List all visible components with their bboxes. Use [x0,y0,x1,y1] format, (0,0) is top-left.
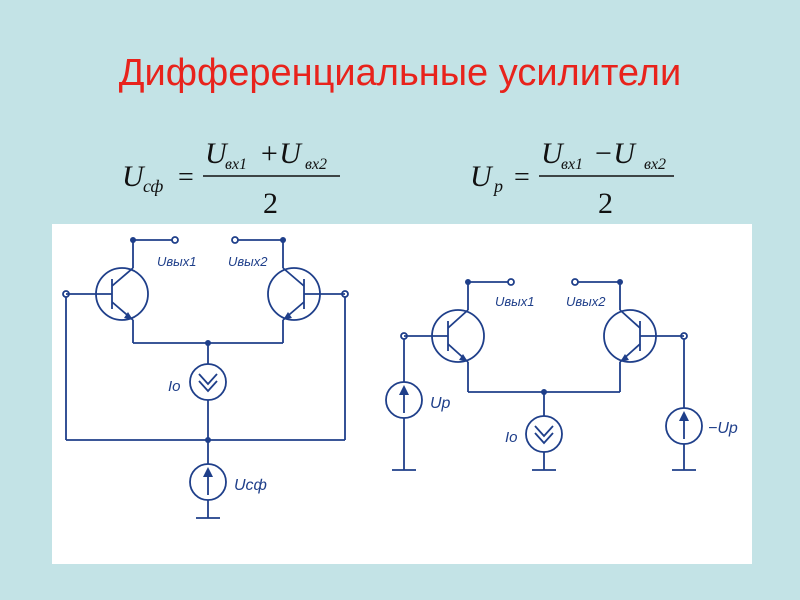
label-out2: Uвых2 [566,294,606,309]
label-source-right: −Uр [708,420,738,437]
transistor-2 [603,282,684,392]
voltage-source-right [665,332,703,471]
label-out1: Uвых1 [495,294,534,309]
formula-den: 2 [263,187,278,220]
label-current-source: Io [505,429,518,446]
formula-common-mode: U сф = U вх1 +U вх2 2 [122,137,340,220]
current-source-left [189,363,227,440]
label-source-left: Uр [430,395,451,412]
formula-lhs: U [470,160,494,193]
transistor-2 [267,240,345,343]
slide-title: Дифференциальные усилители [118,52,682,94]
formula-lhs: U [122,160,146,193]
formulas: U сф = U вх1 +U вх2 2 U р = U вх1 −U вх2… [122,137,674,220]
formula-num-a: U [541,137,565,170]
label-voltage-source: Uсф [234,477,267,494]
left-circuit: Uвых1 Uвых2 Io Uсф [62,236,349,519]
voltage-source-common [189,440,227,519]
formula-num-a: U [205,137,229,170]
formula-num-b-sub: вх2 [305,156,327,173]
formula-op: +U [259,137,303,170]
transistor-1 [66,240,149,343]
formula-eq: = [178,162,194,193]
formula-num-b-sub: вх2 [644,156,666,173]
circuit-diagram: Uвых1 Uвых2 Io Uсф [62,236,738,519]
formula-num-a-sub: вх1 [561,156,583,173]
voltage-source-left [385,332,423,471]
label-out2: Uвых2 [228,254,268,269]
current-source-right [525,392,563,471]
formula-op: −U [593,137,637,170]
label-current-source: Io [168,378,181,395]
formula-eq: = [514,162,530,193]
formula-lhs-sub: р [492,176,503,196]
transistor-1 [404,282,485,392]
formula-den: 2 [598,187,613,220]
right-circuit: Uвых1 Uвых2 Io Uр −Uр [385,278,738,471]
formula-differential: U р = U вх1 −U вх2 2 [470,137,674,220]
label-out1: Uвых1 [157,254,196,269]
formula-num-a-sub: вх1 [225,156,247,173]
circuit-panel: Uвых1 Uвых2 Io Uсф [52,224,752,564]
formula-lhs-sub: сф [143,176,164,196]
